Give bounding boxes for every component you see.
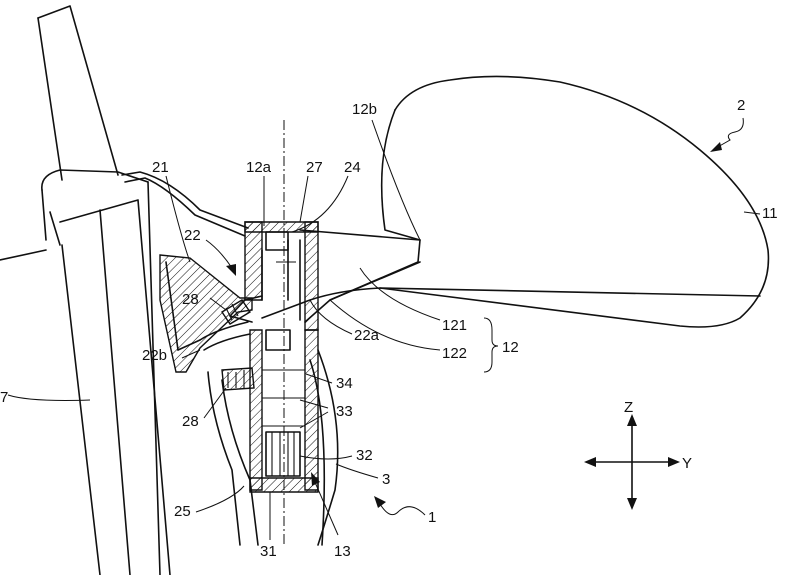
label-22b: 22b [142,347,167,364]
actuator-3 [249,329,319,493]
label-122: 122 [442,345,467,362]
arrow-1 [374,496,426,516]
label-22: 22 [184,227,201,244]
label-31: 31 [260,543,277,560]
screw-28-upper [221,299,251,325]
label-34: 34 [336,375,353,392]
door-frame-7 [0,5,171,575]
coordinate-axes [584,414,680,510]
label-12b: 12b [352,101,377,118]
label-13: 13 [334,543,351,560]
screw-28-lower [221,367,255,391]
label-1: 1 [428,509,436,526]
label-33: 33 [336,403,353,420]
mirror-housing-11 [379,75,770,328]
arrow-13 [311,472,339,536]
arrow-2 [710,117,744,152]
axis-y-label: Y [682,455,692,472]
arrow-22 [205,239,236,276]
axis-z-label: Z [624,399,633,416]
label-25: 25 [174,503,191,520]
label-21: 21 [152,159,169,176]
cover-25 [199,321,259,546]
cover-13 [309,349,339,546]
label-28-upper: 28 [182,291,199,308]
housing-12a [244,221,319,331]
label-7: 7 [0,389,8,406]
label-12: 12 [502,339,519,356]
label-22a: 22a [354,327,380,344]
label-24: 24 [344,159,361,176]
label-121: 121 [442,317,467,334]
label-3: 3 [382,471,390,488]
label-28-lower: 28 [182,413,199,430]
label-12a: 12a [246,159,272,176]
label-32: 32 [356,447,373,464]
brace-12 [483,317,499,373]
label-11: 11 [762,205,778,222]
leader-lines [7,119,761,540]
label-2: 2 [737,97,745,114]
base-bracket-22 [121,171,253,373]
label-27: 27 [306,159,323,176]
